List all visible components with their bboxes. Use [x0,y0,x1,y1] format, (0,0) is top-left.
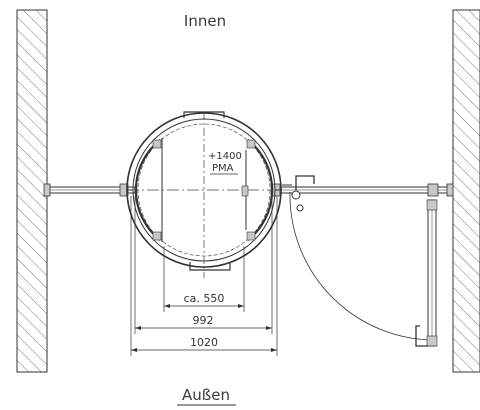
dimension-inner-width: 992 [193,314,214,327]
dimension-arrows [131,304,277,352]
height-mark-label: +1400 [208,151,242,162]
inside-label: Innen [184,12,226,30]
outside-label: Außen [182,386,230,404]
dimension-outer-width: 1020 [190,336,218,349]
swing-door [282,175,438,347]
left-glass-panel [43,183,136,197]
round-cabin [126,111,282,271]
left-wall [16,9,48,373]
dimension-opening: ca. 550 [184,292,225,305]
dimension-lines [130,196,278,356]
height-code-label: PMA [212,163,234,174]
right-wall [452,9,480,373]
